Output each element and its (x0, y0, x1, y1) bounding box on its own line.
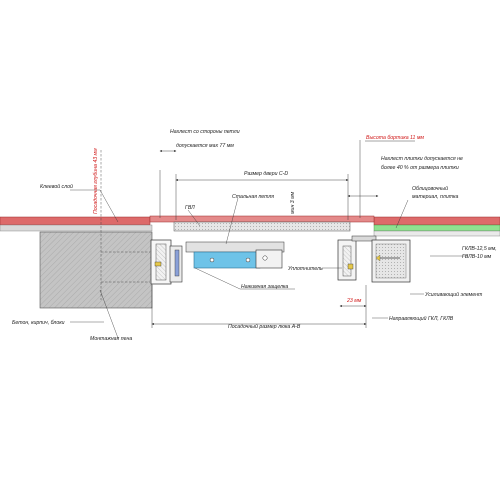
label-concrete: Бетон, кирпич, блоки (12, 320, 65, 326)
label-push-latch: Нажимная защелка (241, 284, 288, 290)
glue-layer-left (0, 224, 153, 232)
door-panel-gvl (173, 221, 351, 232)
glue-layer-right (373, 224, 500, 232)
label-door-size: Размер двери С-D (244, 171, 288, 177)
label-facing-2: материал, плитка (412, 194, 458, 200)
label-tile-overlap-1: Нахлест плитки допускается не (381, 156, 463, 162)
leader-foam (99, 289, 119, 339)
leader-facing (395, 199, 409, 229)
label-side-height: Высота бортика 11 мм (366, 135, 424, 141)
label-mounting-foam: Монтажная пена (90, 336, 132, 342)
label-reinforcing: Усиливающий элемент (425, 291, 483, 298)
tile-layer-right (373, 216, 500, 226)
leader-hinge (225, 197, 239, 245)
label-planting-depth: Посадочная глубина 43 мм (93, 148, 99, 214)
tile-layer-left (0, 216, 151, 226)
label-overlap-hinge-max: допускается мах 77 мм (176, 143, 234, 149)
reinforcing-element (371, 239, 411, 283)
label-gvl: ГВЛ (185, 205, 195, 211)
label-gkl-1: ГКЛВ-12,5 мм, (462, 246, 497, 252)
concrete-wall (39, 231, 153, 309)
gkl-board-right (373, 230, 500, 237)
label-min-gap: мин 3 мм (290, 191, 296, 214)
label-hatch-size: Посадочный размер люка А-В (228, 323, 301, 330)
label-facing-1: Облицовочный (412, 185, 448, 192)
label-gkl-2: ГВЛВ-10 мм (462, 254, 492, 260)
tile-on-door (149, 215, 375, 223)
label-seal: Уплотнитель (288, 266, 323, 272)
steel-hinge (185, 241, 285, 269)
label-overlap-hinge: Нахлест со стороны петли (170, 129, 240, 135)
left-frame-profile (150, 239, 183, 285)
right-frame-profile (337, 235, 377, 281)
label-gap-23: 23 мм (346, 298, 362, 304)
label-glue: Клеевой слой (40, 183, 73, 190)
leader-glue (70, 189, 119, 223)
label-steel-hinge: Стальная петля (232, 194, 274, 200)
label-guide-gkl: Направляющий ГКЛ, ГКЛВ (389, 315, 454, 322)
label-tile-overlap-2: более 40 % от размера плитки (381, 165, 459, 171)
leader-latch (194, 267, 295, 290)
leader-gvl (187, 209, 201, 227)
